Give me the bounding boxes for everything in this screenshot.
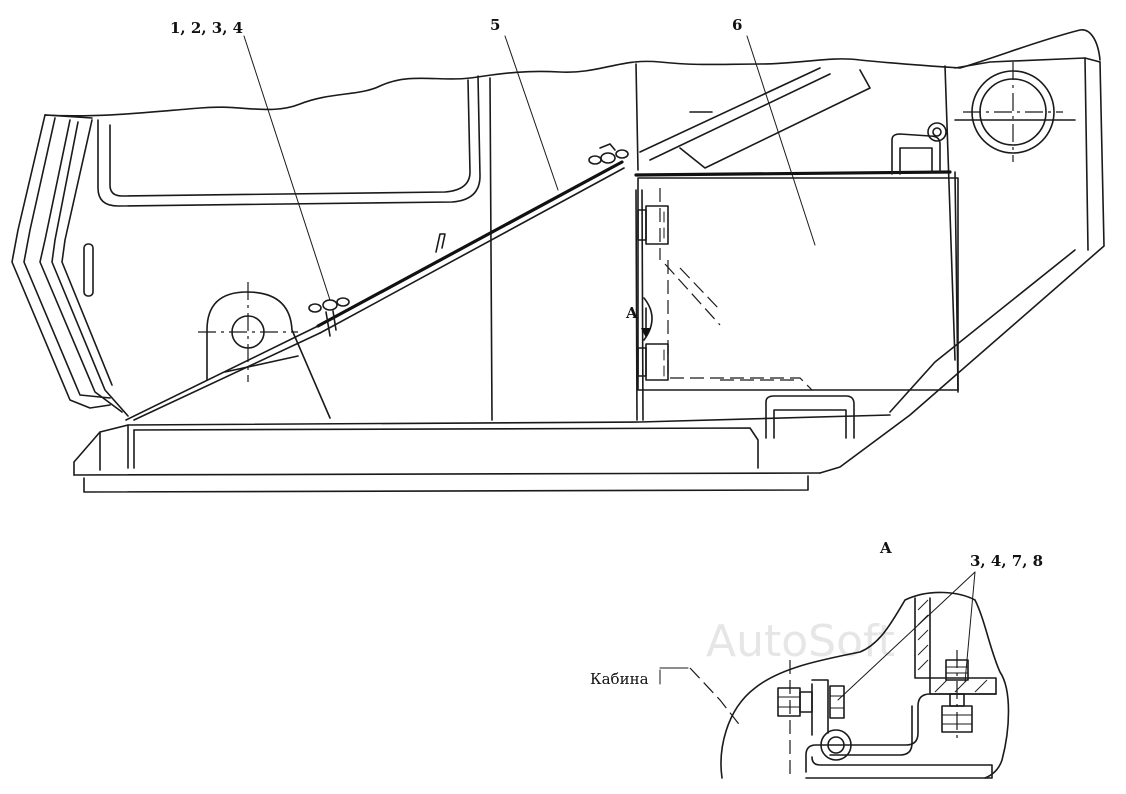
slanted-board (125, 160, 625, 421)
leader-6 (746, 35, 816, 246)
leader-1-4 (243, 35, 331, 301)
leader-detail-right (964, 571, 976, 683)
detail-title: A (879, 539, 892, 557)
callout-1-2-3-4: 1, 2, 3, 4 (170, 19, 243, 37)
watermark: AutoSoft (706, 616, 895, 667)
slot (83, 243, 94, 297)
hinge-upper (637, 205, 669, 245)
detail-break-contour (720, 591, 1010, 779)
view-mark-label: A (625, 304, 638, 322)
cab-window (109, 79, 471, 197)
bolt-left (777, 685, 845, 719)
main-view: A 1, 2, 3, 4 5 6 (11, 16, 1105, 493)
angle-bracket (914, 597, 997, 695)
callout-5: 5 (490, 16, 500, 34)
wing-nut-lower (308, 297, 350, 337)
leader-5 (504, 35, 559, 191)
hinge-lower (637, 343, 669, 381)
callout-6: 6 (732, 16, 742, 34)
pivot-bracket (198, 282, 331, 419)
bolt-right (941, 650, 973, 742)
base-frame (73, 414, 891, 493)
rear-structure (819, 57, 1105, 474)
cab-front-panel (11, 114, 129, 417)
leader-detail-left (837, 571, 976, 701)
view-arrow-a: A (625, 297, 653, 341)
break-line (44, 29, 1101, 117)
detail-a-view: AutoSoft A 3, 4, 7, 8 (590, 539, 1043, 779)
detail-callout-3-4-7-8: 3, 4, 7, 8 (970, 552, 1043, 570)
hinge-knuckle (811, 679, 852, 761)
wing-nut-upper (588, 143, 629, 165)
battery-box (634, 122, 959, 439)
hinge-plate (805, 693, 997, 779)
cabin-label: Кабина (590, 670, 649, 688)
